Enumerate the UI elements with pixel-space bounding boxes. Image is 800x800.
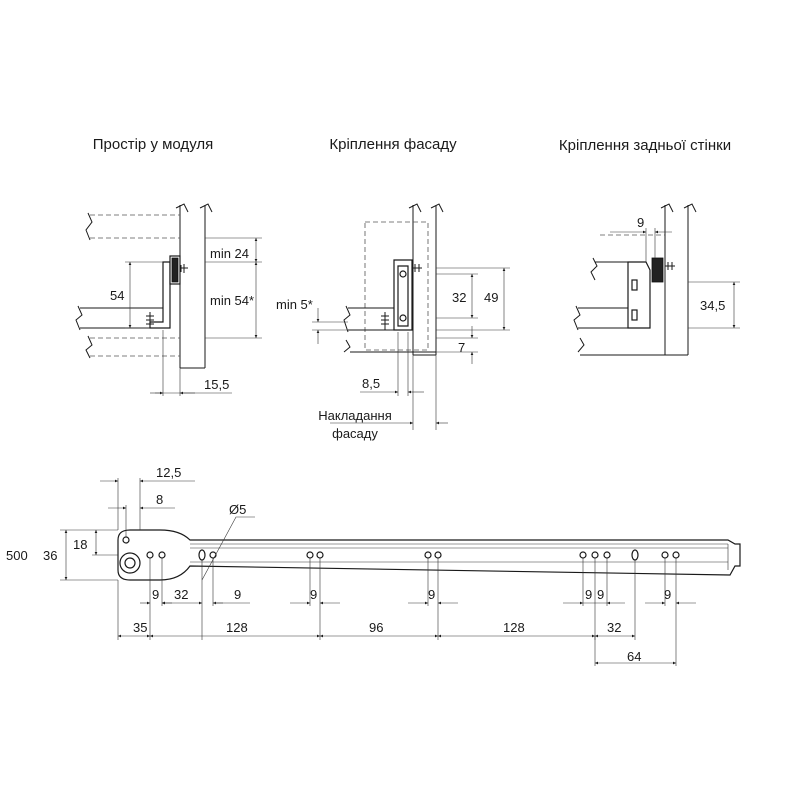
mount-hole xyxy=(672,551,680,559)
break-line-back xyxy=(573,305,581,331)
break-line-lower xyxy=(85,335,93,359)
dim-34-5: 34,5 xyxy=(700,298,725,313)
dim-min54: min 54* xyxy=(210,293,254,308)
overlay-label-line2: фасаду xyxy=(332,426,378,441)
dim-main: 35 xyxy=(133,620,147,635)
facade-break-mark xyxy=(408,203,444,213)
dim-8-5: 8,5 xyxy=(362,376,380,391)
dim-64: 64 xyxy=(627,649,641,664)
dim-15-5: 15,5 xyxy=(204,377,229,392)
facade-panel xyxy=(412,205,437,356)
dim-small: 32 xyxy=(174,587,188,602)
front-bracket-plate xyxy=(397,265,409,327)
break-line-back-upper xyxy=(590,257,598,281)
rail-profile xyxy=(171,257,179,283)
back-bracket-slot-2 xyxy=(631,309,638,321)
mount-hole xyxy=(661,551,669,559)
break-line-upper xyxy=(85,212,93,241)
mount-hole xyxy=(316,551,324,559)
dim-32: 32 xyxy=(452,290,466,305)
dim-main: 128 xyxy=(503,620,525,635)
slide-rail-view: Ø5 12,5 8 18 36 500 9 32 9 9 xyxy=(6,465,741,666)
dim-min24: min 24 xyxy=(210,246,249,261)
mount-hole xyxy=(591,551,599,559)
dim-small: 9 xyxy=(428,587,435,602)
back-rail-profile xyxy=(651,257,664,283)
screw-icon xyxy=(146,312,154,328)
dim-main: 32 xyxy=(607,620,621,635)
title-facade-mount: Кріплення фасаду xyxy=(329,136,457,153)
slot-hole xyxy=(198,549,206,561)
break-line-drawer-2 xyxy=(343,305,351,333)
roller-inner xyxy=(124,557,136,569)
screw-icon-back xyxy=(665,262,675,270)
title-module-space: Простір у модуля xyxy=(93,136,213,153)
dim-min5: min 5* xyxy=(276,297,313,312)
drawer-bottom-panel-2 xyxy=(348,307,398,331)
mount-hole xyxy=(424,551,432,559)
bracket-hole-bottom xyxy=(399,314,407,322)
dim-49: 49 xyxy=(484,290,498,305)
screw-icon-drawer xyxy=(381,312,389,330)
front-hole xyxy=(122,536,130,544)
dia-leader xyxy=(201,516,255,581)
dim-small: 9 xyxy=(664,587,671,602)
dim-500: 500 xyxy=(6,548,28,563)
break-line-bottom xyxy=(343,339,351,353)
dim-dia5: Ø5 xyxy=(229,502,246,517)
drawer-side-profile xyxy=(149,261,171,329)
cabinet-back-wall xyxy=(580,205,689,356)
dim-54: 54 xyxy=(110,288,124,303)
slot-hole xyxy=(631,549,639,561)
view-back-mount: 9 34,5 xyxy=(573,203,740,356)
lower-drawer-outline xyxy=(90,337,180,357)
back-bracket-slot-1 xyxy=(631,279,638,291)
cabinet-side-wall xyxy=(179,205,206,369)
screw-icon-facade-top xyxy=(412,264,422,272)
dim-18: 18 xyxy=(73,537,87,552)
view-facade-mount: 32 49 7 min 5* 8,5 Накладання фасаду xyxy=(276,203,510,441)
view-module-space: min 24 min 54* 54 15,5 xyxy=(75,203,262,396)
back-wall-break-mark xyxy=(660,203,697,213)
dim-8: 8 xyxy=(156,492,163,507)
dim-9-back: 9 xyxy=(637,215,644,230)
mount-hole xyxy=(158,551,166,559)
mount-hole xyxy=(146,551,154,559)
dim-main: 128 xyxy=(226,620,248,635)
wall-break-mark xyxy=(175,203,213,213)
back-bracket xyxy=(627,261,651,329)
dim-small: 9 xyxy=(234,587,241,602)
mount-hole xyxy=(306,551,314,559)
dim-small: 9 xyxy=(597,587,604,602)
bracket-hole-top xyxy=(399,270,407,278)
dim-small: 9 xyxy=(585,587,592,602)
break-line-back-bottom xyxy=(577,337,585,353)
mount-hole xyxy=(579,551,587,559)
dim-main: 96 xyxy=(369,620,383,635)
dim-12-5: 12,5 xyxy=(156,465,181,480)
dim-small: 9 xyxy=(310,587,317,602)
dim-7: 7 xyxy=(458,340,465,355)
mount-hole xyxy=(209,551,217,559)
rail-profile-lines xyxy=(190,543,729,570)
mount-hole xyxy=(434,551,442,559)
screw-icon-wall xyxy=(180,264,188,273)
overlay-label-line1: Накладання xyxy=(318,408,391,423)
title-back-mount: Кріплення задньої стінки xyxy=(559,137,731,154)
facade-dashed-contour xyxy=(364,221,429,351)
dim-36: 36 xyxy=(43,548,57,563)
dim-small: 9 xyxy=(152,587,159,602)
mount-hole xyxy=(603,551,611,559)
break-line-drawer xyxy=(75,305,83,331)
upper-drawer-outline xyxy=(90,214,180,239)
